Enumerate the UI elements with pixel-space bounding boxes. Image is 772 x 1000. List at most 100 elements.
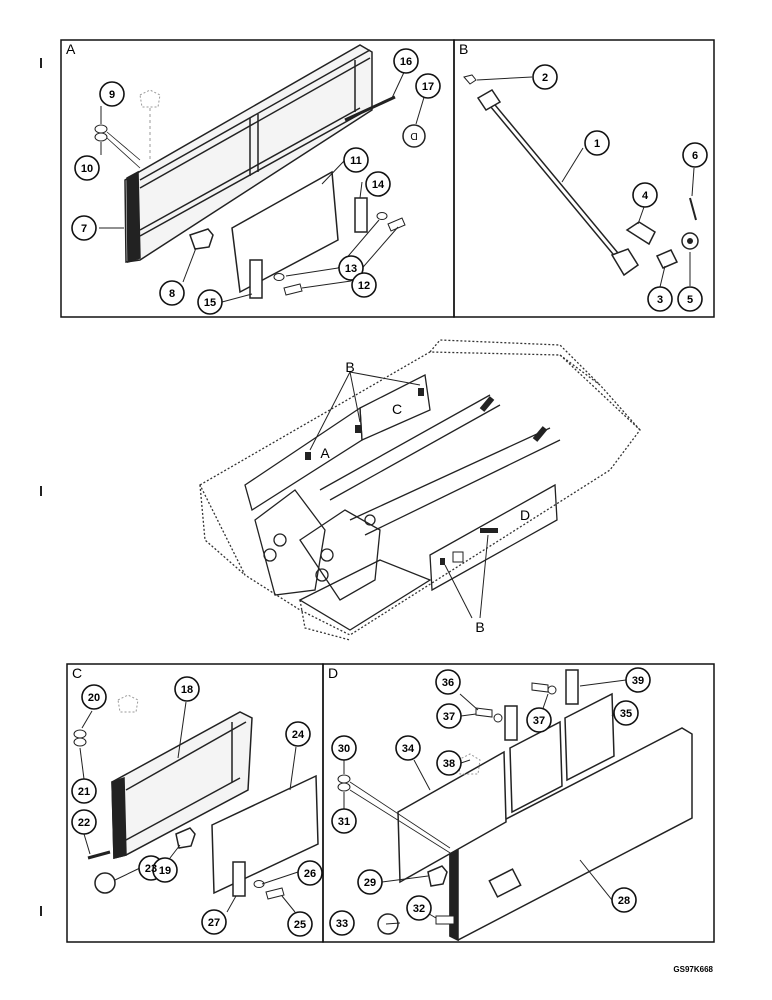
callout-21 [71,778,97,804]
callout-label: 31 [338,816,350,828]
callout-33 [329,910,355,936]
margin-tick [40,58,42,68]
panel-c-letter: C [72,665,82,681]
callout-12 [351,272,377,298]
overview-label-d: D [520,507,530,523]
callout-label: 24 [292,729,305,741]
callout-label: 18 [181,684,193,696]
callout-9 [99,81,125,107]
panel-d: D [322,663,715,943]
callout-label: 13 [345,263,357,275]
callout-label: 26 [304,868,316,880]
callout-28 [611,887,637,913]
callout-label: 4 [642,190,649,202]
callout-label: 15 [204,297,216,309]
callout-32 [406,895,432,921]
callout-label: 2 [542,72,548,84]
callout-label: 32 [413,903,425,915]
callout-label: 16 [400,56,412,68]
callout-8 [159,280,185,306]
panel-a: A [60,39,455,318]
frame-7 [124,44,373,264]
callout-label: 39 [632,675,644,687]
callout-24 [285,721,311,747]
panel-b-letter: B [459,41,468,57]
callout-34 [395,735,421,761]
callout-39 [625,667,651,693]
callout-37 [526,707,552,733]
callout-14 [365,171,391,197]
callout-6 [682,142,708,168]
callout-label: 1 [594,138,600,150]
callout-label: 7 [81,223,87,235]
callout-2 [532,64,558,90]
callout-36 [435,669,461,695]
callout-7 [71,215,97,241]
callout-label: 11 [350,155,362,167]
margin-tick [40,486,42,496]
callout-label: 10 [81,163,93,175]
panel-b: B 2 [453,39,715,318]
overview-label-b-top: B [345,359,354,375]
callout-label: 17 [422,81,434,93]
callout-3 [647,286,673,312]
callout-4 [632,182,658,208]
callout-30 [331,735,357,761]
overview-label-c: C [392,401,402,417]
callout-18 [174,676,200,702]
callout-35 [613,700,639,726]
callout-label: 8 [169,288,175,300]
callout-label: 38 [443,758,455,770]
panel-a-letter: A [66,41,76,57]
callout-label: 37 [443,711,455,723]
callout-label: 6 [692,150,698,162]
callout-38 [436,750,462,776]
panel-d-letter: D [328,665,338,681]
overview-label-a: A [320,445,330,461]
callout-20 [81,684,107,710]
callout-37 [436,703,462,729]
callout-15 [197,289,223,315]
callout-label: 33 [336,918,348,930]
callout-label: 30 [338,743,350,755]
callout-11 [343,147,369,173]
callout-1 [584,130,610,156]
margin-tick [40,906,42,916]
overview-label-b-bottom: B [475,619,484,635]
callout-label: 19 [159,865,171,877]
callout-10 [74,155,100,181]
callout-5 [677,286,703,312]
callout-26 [297,860,323,886]
callout-label: 12 [358,280,370,292]
callout-31 [331,808,357,834]
callout-label: 28 [618,895,630,907]
callout-17 [415,73,441,99]
machine-overview: B C A D B [199,339,641,641]
callout-16 [393,48,419,74]
callout-label: 14 [372,179,385,191]
callout-label: 29 [364,877,376,889]
callout-label: 36 [442,677,454,689]
callout-label: 21 [78,786,90,798]
callout-label: 3 [657,294,663,306]
callout-label: 20 [88,692,100,704]
panel-c: C [66,663,324,943]
callout-25 [287,911,313,937]
svg-text:Ɑ: Ɑ [410,132,417,143]
callout-29 [357,869,383,895]
callout-label: 27 [208,917,220,929]
callout-label: 22 [78,817,90,829]
callout-label: 9 [109,89,115,101]
callout-label: 23 [145,863,157,875]
drawing-code: GS97K668 [673,965,713,974]
callout-label: 25 [294,919,306,931]
callout-27 [201,909,227,935]
callout-label: 37 [533,715,545,727]
callout-19 [152,857,178,883]
callout-label: 5 [687,294,693,306]
callout-label: 34 [402,743,415,755]
callout-22 [71,809,97,835]
callout-label: 35 [620,708,632,720]
callout-13 [338,255,364,281]
